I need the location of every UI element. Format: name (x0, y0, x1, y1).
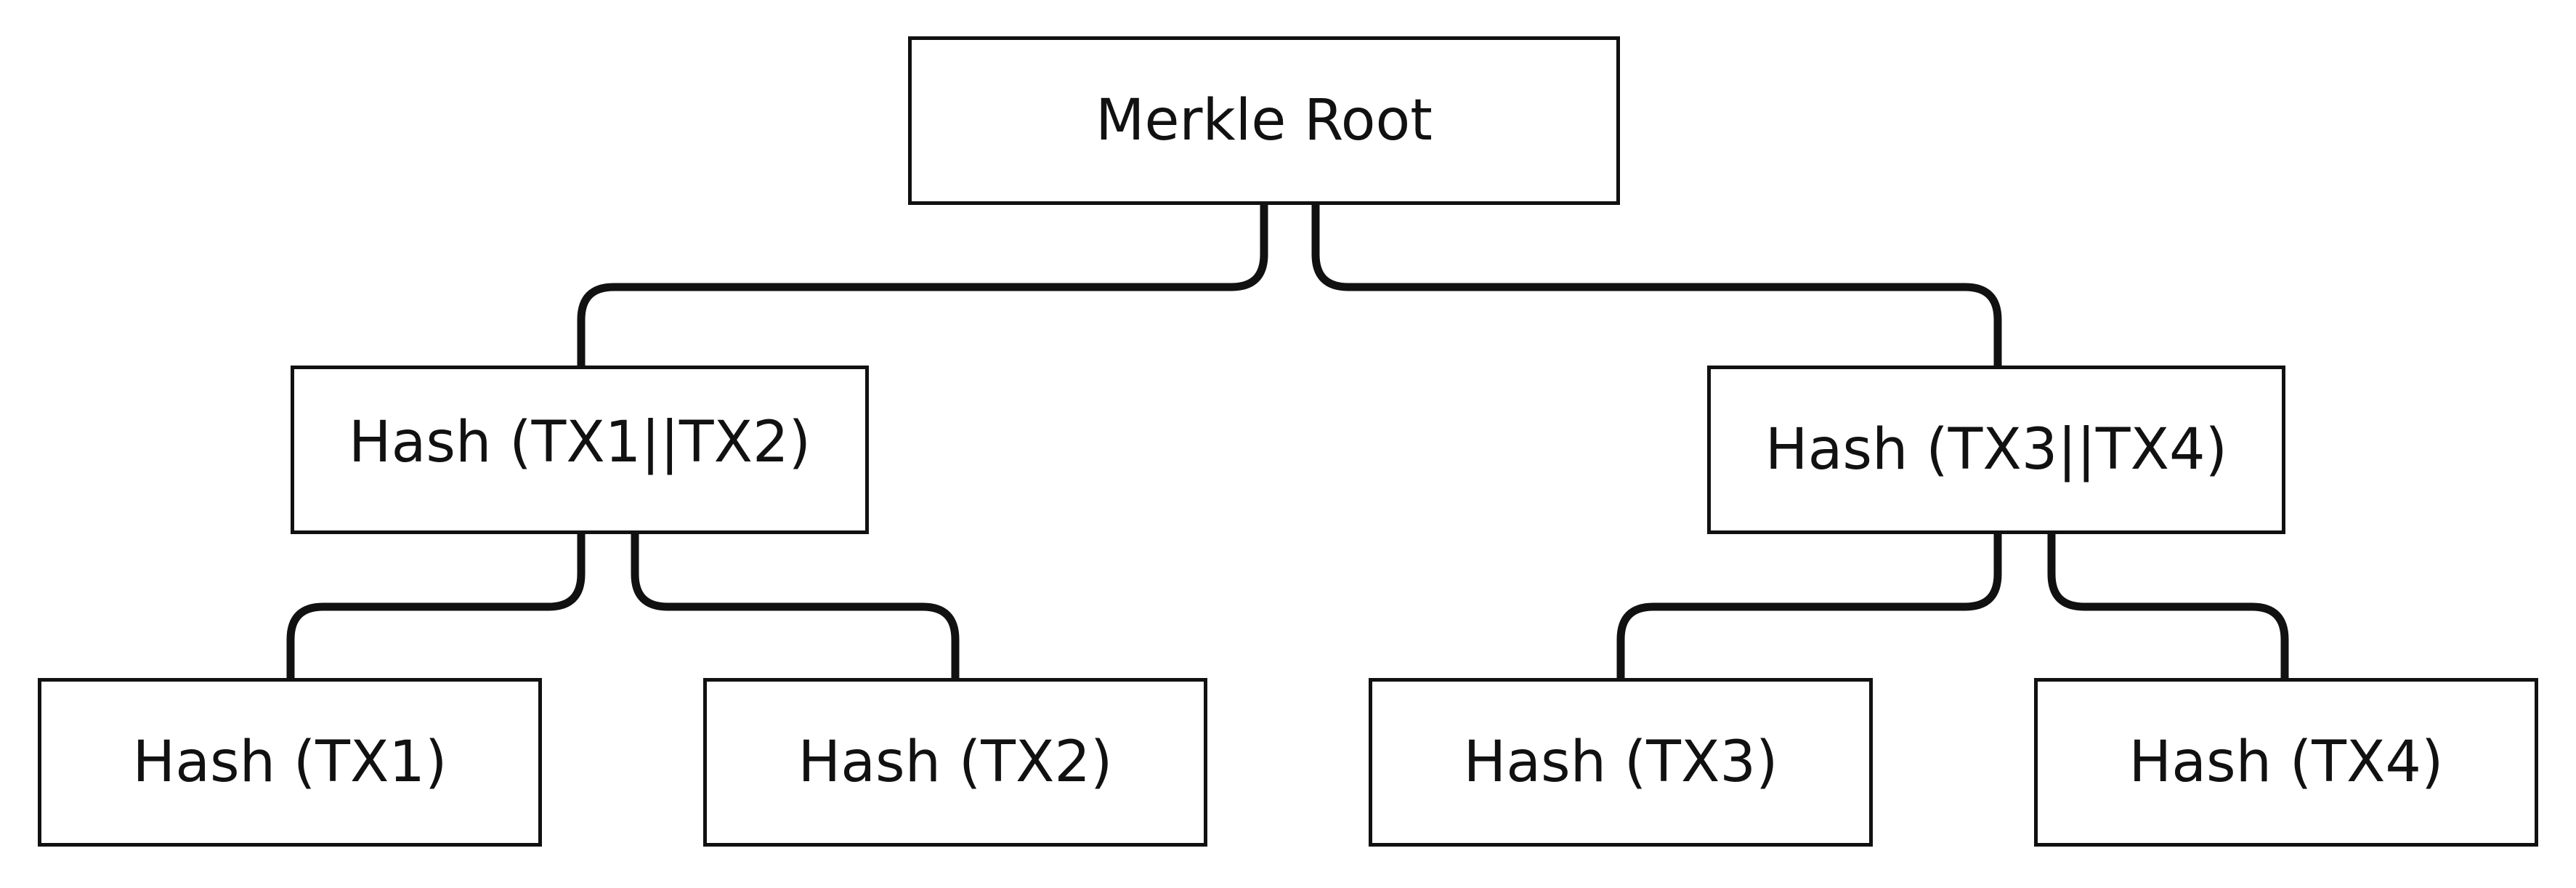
edge-hash-tx1-tx2-to-hash-tx1 (286, 533, 586, 679)
hash-tx2-label: Hash (TX2) (798, 730, 1113, 795)
hash-tx1-node: Hash (TX1) (38, 678, 542, 847)
hash-tx3-node: Hash (TX3) (1369, 678, 1873, 847)
edge-root-to-hash-tx1-tx2 (577, 203, 1268, 367)
hash-tx4-label: Hash (TX4) (2129, 730, 2444, 795)
hash-tx1-tx2-node: Hash (TX1||TX2) (291, 366, 869, 534)
hash-tx2-node: Hash (TX2) (703, 678, 1207, 847)
hash-tx4-node: Hash (TX4) (2034, 678, 2538, 847)
hash-tx1-tx2-label: Hash (TX1||TX2) (348, 410, 811, 475)
merkle-root-node: Merkle Root (908, 36, 1620, 205)
edge-hash-tx3-tx4-to-hash-tx4 (2047, 533, 2289, 679)
hash-tx3-label: Hash (TX3) (1463, 730, 1778, 795)
edge-hash-tx3-tx4-to-hash-tx3 (1616, 533, 2002, 679)
hash-tx1-label: Hash (TX1) (132, 730, 447, 795)
edge-hash-tx1-tx2-to-hash-tx2 (631, 533, 960, 679)
edge-root-to-hash-tx3-tx4 (1311, 203, 2002, 367)
merkle-root-label: Merkle Root (1095, 88, 1433, 153)
hash-tx3-tx4-label: Hash (TX3||TX4) (1765, 417, 2228, 483)
hash-tx3-tx4-node: Hash (TX3||TX4) (1707, 366, 2285, 534)
